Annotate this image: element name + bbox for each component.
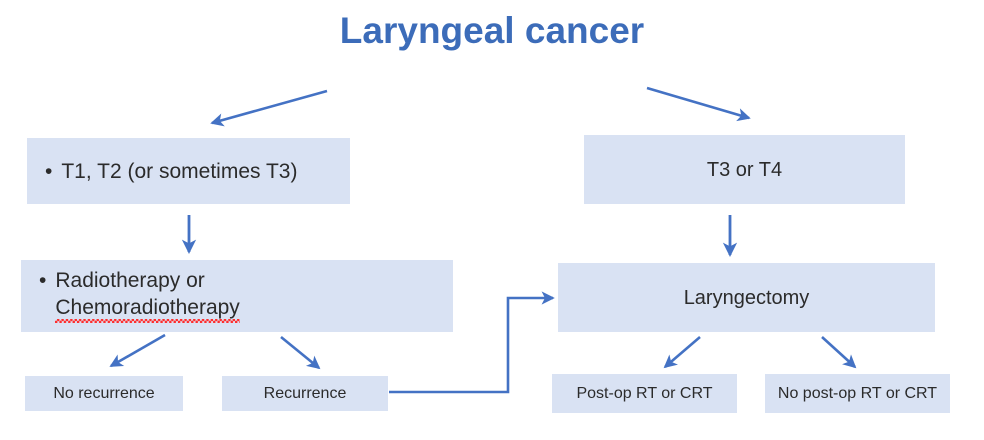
node-treatment-laryngectomy[interactable]: Laryngectomy bbox=[558, 263, 935, 332]
node-treatment-laryngectomy-label: Laryngectomy bbox=[683, 286, 810, 309]
edge-title-to-late bbox=[646, 86, 751, 122]
edge-surgery-to-no-postop-rt bbox=[821, 336, 857, 369]
node-outcome-postop-rt[interactable]: Post-op RT or CRT bbox=[552, 374, 737, 413]
node-outcome-no-postop-rt[interactable]: No post-op RT or CRT bbox=[765, 374, 950, 413]
node-outcome-recurrence-label: Recurrence bbox=[263, 385, 347, 402]
edge-surgery-to-postop-rt bbox=[663, 336, 701, 369]
edge-rt-to-recurrence bbox=[280, 335, 321, 370]
node-outcome-no-recurrence-label: No recurrence bbox=[53, 385, 155, 402]
node-stage-early[interactable]: • T1, T2 (or sometimes T3) bbox=[27, 138, 350, 204]
node-stage-late-label: T3 or T4 bbox=[706, 158, 783, 181]
node-stage-late[interactable]: T3 or T4 bbox=[584, 135, 905, 204]
edge-rt-to-no-recurrence bbox=[109, 333, 166, 368]
page-title: Laryngeal cancer bbox=[339, 10, 645, 51]
node-stage-early-label: T1, T2 (or sometimes T3) bbox=[61, 159, 298, 183]
node-outcome-no-recurrence[interactable]: No recurrence bbox=[25, 376, 183, 411]
edge-title-to-early bbox=[210, 89, 328, 127]
node-treatment-radiotherapy[interactable]: • Radiotherapy or Chemoradiotherapy bbox=[21, 260, 453, 332]
node-outcome-recurrence[interactable]: Recurrence bbox=[222, 376, 388, 411]
node-outcome-postop-rt-label: Post-op RT or CRT bbox=[576, 385, 713, 402]
bullet-icon: • bbox=[45, 159, 53, 183]
node-treatment-radiotherapy-line1: Radiotherapy or bbox=[55, 269, 205, 292]
node-treatment-radiotherapy-line2: Chemoradiotherapy bbox=[55, 296, 241, 323]
node-outcome-no-postop-rt-label: No post-op RT or CRT bbox=[777, 385, 938, 402]
bullet-icon: • bbox=[39, 269, 47, 292]
